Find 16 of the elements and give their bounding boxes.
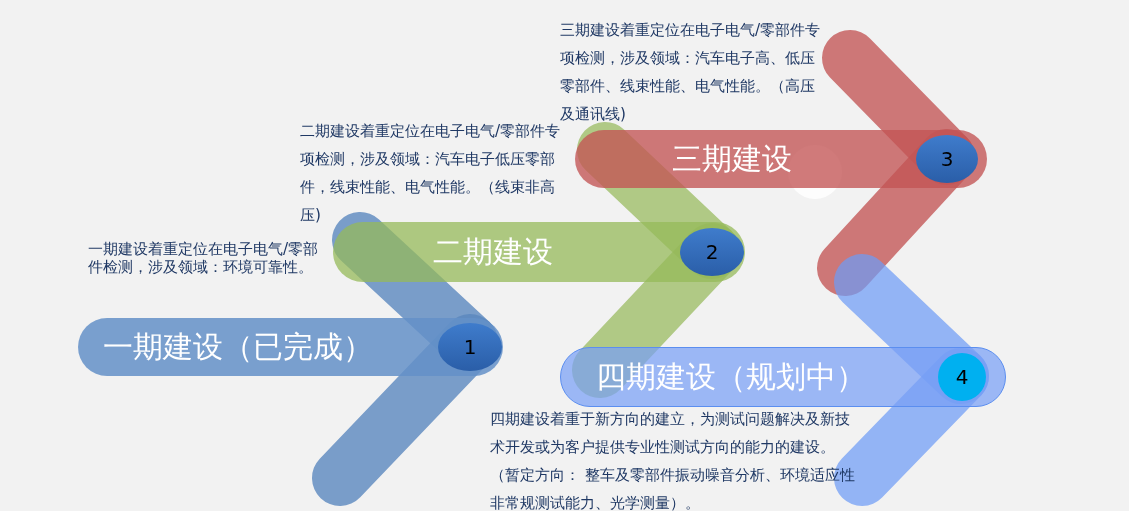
stage-title: 四期建设（规划中） [596, 362, 866, 392]
stage-title: 二期建设 [433, 237, 553, 267]
stage-band [575, 130, 987, 188]
stage-title: 一期建设（已完成） [103, 332, 373, 362]
stage-title: 三期建设 [672, 144, 792, 174]
stage-band [78, 318, 503, 376]
number-circle: 3 [916, 135, 978, 183]
number-circle: 1 [438, 323, 502, 371]
description-text: 四期建设着重于新方向的建立，为测试问题解决及新技术开发或为客户提供专业性测试方向的能力的建设。（暂定方向： 整车及零部件振动噪音分析、环境适应性非常规测试能力、光学测量）。 [490, 409, 856, 511]
description-text: 三期建设着重定位在电子电气/零部件专项检测，涉及领域：汽车电子高、低压零部件、线束性能、电气性能。（高压及通讯线) [560, 20, 822, 125]
description-text: 一期建设着重定位在电子电气/零部件检测，涉及领域：环境可靠性。 [88, 240, 320, 276]
stage-band [560, 347, 1006, 407]
stage-band [333, 222, 745, 282]
number-circle: 4 [938, 353, 986, 401]
description-text: 二期建设着重定位在电子电气/零部件专项检测，涉及领域：汽车电子低压零部件，线束性能、电气性能。（线束非高压) [300, 121, 562, 226]
number-circle: 2 [680, 228, 744, 276]
